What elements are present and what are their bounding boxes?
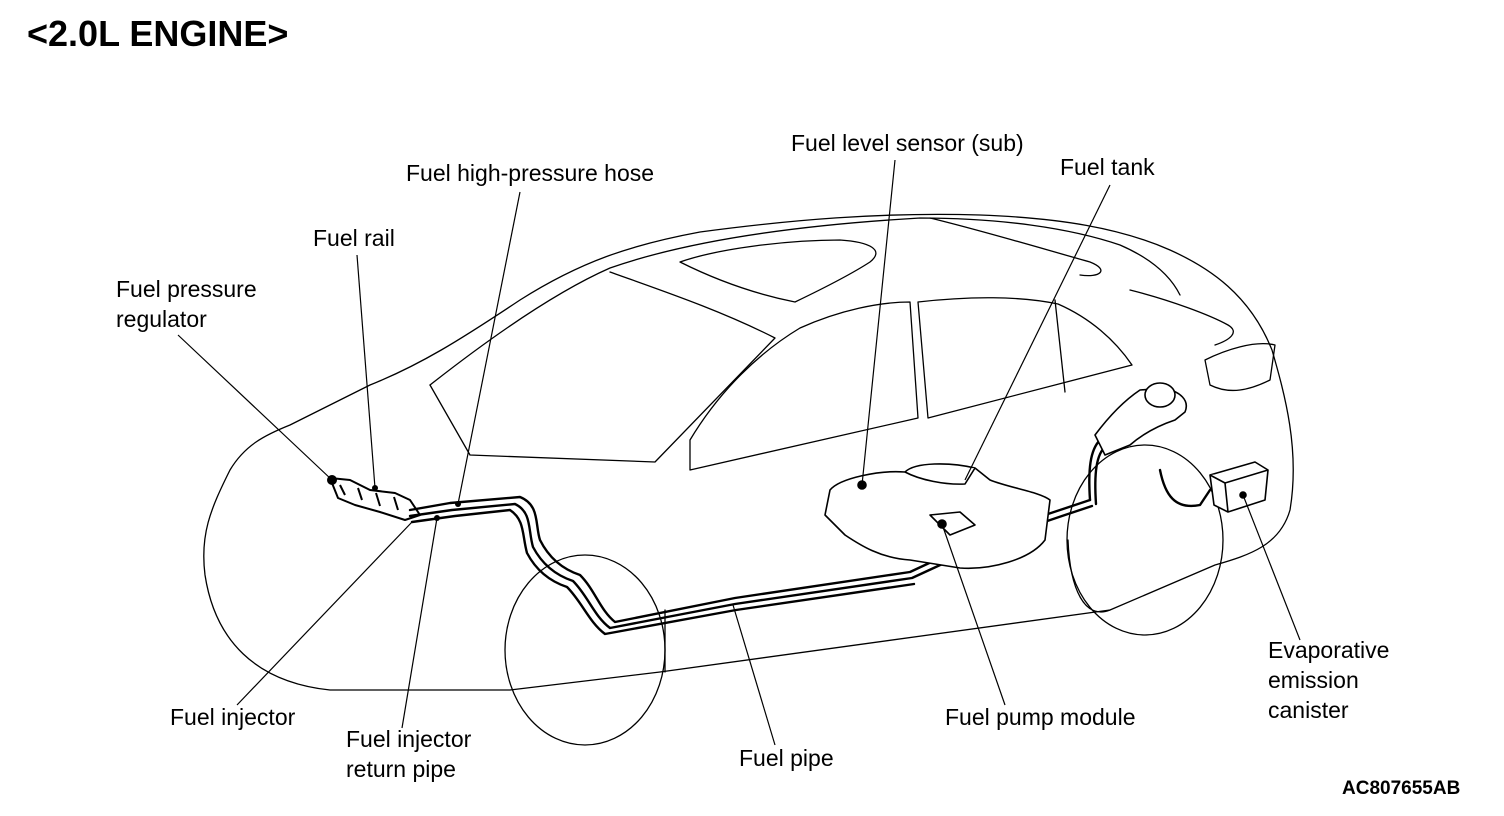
rear-window bbox=[929, 217, 1102, 277]
rear-side-window bbox=[917, 297, 1133, 419]
label-evap-canister-line1: Evaporative bbox=[1268, 637, 1390, 663]
label-fuel-pump-module: Fuel pump module bbox=[945, 704, 1136, 730]
leader-fuel-injector bbox=[236, 521, 413, 706]
label-fuel-injector-return-pipe-line2: return pipe bbox=[346, 756, 456, 782]
fuel-line-b bbox=[408, 502, 1094, 630]
label-fuel-injector: Fuel injector bbox=[170, 704, 296, 730]
label-fuel-level-sensor-sub: Fuel level sensor (sub) bbox=[791, 130, 1024, 156]
label-evap-canister-line3: canister bbox=[1268, 697, 1349, 723]
sunroof bbox=[679, 239, 877, 303]
evap-canister-shape bbox=[1209, 461, 1269, 513]
car-body-outline bbox=[203, 213, 1294, 691]
leader-fuel-level-sensor bbox=[861, 159, 896, 486]
canister-line bbox=[1158, 468, 1212, 508]
leader-fuel-injector-return-pipe bbox=[401, 517, 438, 729]
fuel-line-a bbox=[408, 495, 1092, 624]
label-fuel-pressure-regulator-line1: Fuel pressure bbox=[116, 276, 257, 302]
leader-fuel-pressure-regulator bbox=[177, 334, 333, 481]
leader-evap-canister bbox=[1242, 494, 1301, 641]
figure-code: AC807655AB bbox=[1342, 778, 1461, 799]
tail-lamp bbox=[1204, 343, 1276, 392]
front-side-window bbox=[689, 301, 919, 471]
label-fuel-rail: Fuel rail bbox=[313, 225, 395, 251]
label-fuel-tank: Fuel tank bbox=[1060, 154, 1155, 180]
leader-fuel-pump-module bbox=[941, 523, 1006, 706]
label-fuel-pipe: Fuel pipe bbox=[739, 745, 834, 771]
label-fuel-high-pressure-hose: Fuel high-pressure hose bbox=[406, 160, 655, 186]
car-roofline bbox=[429, 217, 1181, 386]
page-title: <2.0L ENGINE> bbox=[27, 13, 289, 54]
label-evap-canister-line2: emission bbox=[1268, 667, 1359, 693]
leader-fuel-pipe bbox=[732, 604, 776, 746]
fuel-rail-assembly bbox=[329, 477, 421, 521]
rear-wheel bbox=[1066, 444, 1224, 636]
leader-fuel-tank bbox=[964, 184, 1111, 481]
leader-fuel-high-pressure-hose bbox=[457, 191, 521, 505]
label-fuel-pressure-regulator-line2: regulator bbox=[116, 306, 207, 332]
windshield bbox=[429, 271, 776, 463]
fuel-line-c bbox=[410, 508, 916, 636]
label-fuel-injector-return-pipe-line1: Fuel injector bbox=[346, 726, 472, 752]
front-wheel bbox=[504, 554, 666, 746]
leader-fuel-rail bbox=[356, 254, 376, 489]
